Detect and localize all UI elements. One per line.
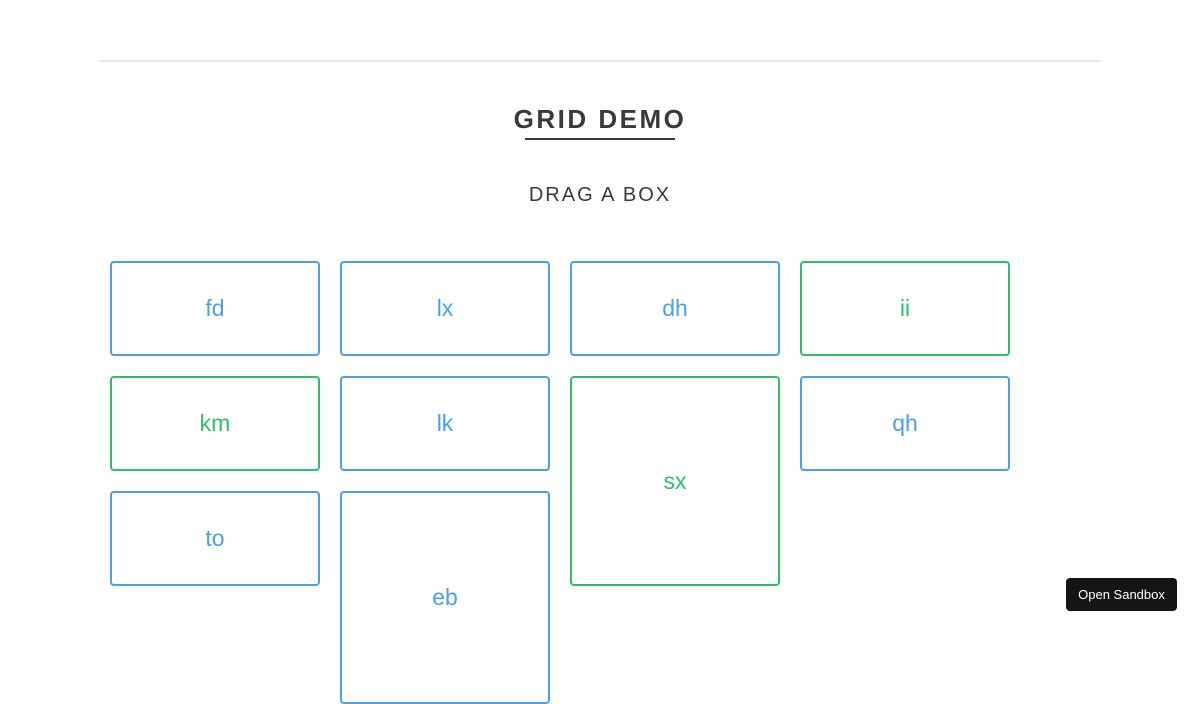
grid-box-ii[interactable]: ii (800, 261, 1010, 356)
grid-box-lx[interactable]: lx (340, 261, 550, 356)
box-label: sx (663, 467, 687, 494)
box-label: ii (899, 295, 911, 321)
box-label: to (205, 525, 225, 551)
grid-box-to[interactable]: to (110, 491, 320, 586)
grid-box-sx[interactable]: sx (570, 376, 780, 586)
box-label: km (199, 410, 231, 436)
box-label: lk (436, 410, 454, 436)
box-label: dh (662, 295, 688, 321)
grid-box-km[interactable]: km (110, 376, 320, 471)
grid-box-fd[interactable]: fd (110, 261, 320, 356)
page-title: GRID DEMO (513, 104, 687, 134)
grid-box-lk[interactable]: lk (340, 376, 550, 471)
open-sandbox-button[interactable]: Open Sandbox (1066, 578, 1177, 611)
grid-box-qh[interactable]: qh (800, 376, 1010, 471)
page-subtitle: DRAG A BOX (528, 184, 672, 206)
grid-box-eb[interactable]: eb (340, 491, 550, 704)
grid-box-dh[interactable]: dh (570, 261, 780, 356)
box-label: qh (892, 410, 918, 436)
box-label: eb (432, 584, 458, 610)
top-divider (100, 60, 1100, 62)
title-underline (525, 138, 675, 140)
box-label: fd (205, 295, 225, 321)
box-label: lx (436, 295, 454, 321)
